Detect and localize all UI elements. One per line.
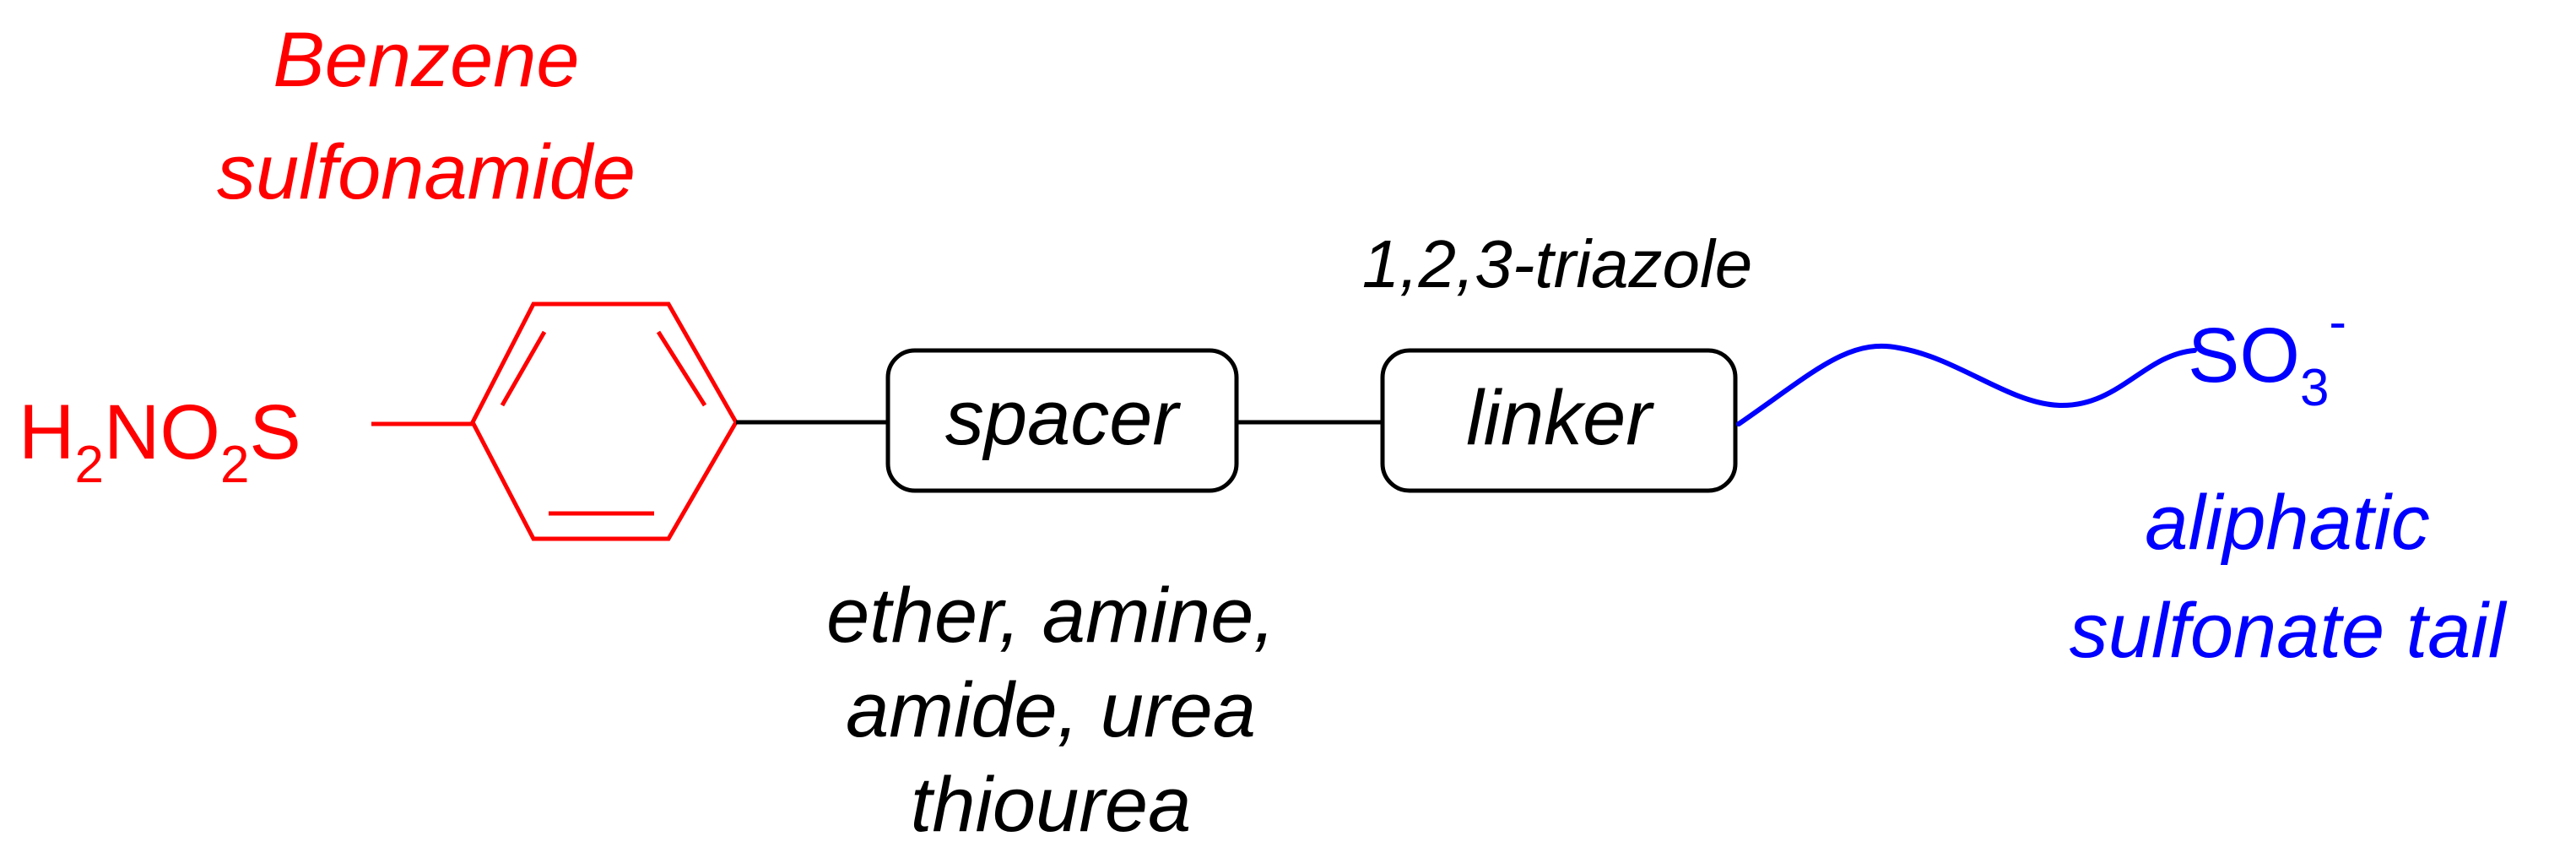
formula-so: SO: [2188, 312, 2300, 399]
formula-no: NO: [104, 389, 220, 475]
benzene-ring: [470, 301, 739, 541]
sulfonamide-formula: H2NO2S: [19, 389, 301, 494]
formula-sub-3: 3: [2300, 359, 2329, 417]
spacer-options-line3: thiourea: [911, 762, 1191, 848]
benzene-double-bond-1: [500, 330, 547, 407]
head-label-line2: sulfonamide: [217, 129, 636, 215]
head-label-line1: Benzene: [273, 17, 579, 103]
linker-caption: 1,2,3-triazole: [1362, 226, 1752, 301]
sulfonate-formula: SO3-: [2188, 293, 2346, 417]
formula-sub-2b: 2: [220, 436, 249, 494]
linker-box-label: linker: [1466, 375, 1654, 461]
spacer-box-label: spacer: [945, 375, 1181, 461]
spacer-options-line2: amide, urea: [846, 667, 1256, 753]
formula-h: H: [19, 389, 74, 475]
linker-box: [1380, 348, 1738, 493]
tail-label-line1: aliphatic: [2145, 480, 2430, 566]
aliphatic-tail-chain: [1736, 343, 2197, 426]
formula-s: S: [249, 389, 300, 475]
formula-charge: -: [2329, 293, 2346, 351]
tail-label-line2: sulfonate tail: [2070, 588, 2508, 674]
formula-sub-2a: 2: [74, 436, 103, 494]
spacer-options-line1: ether, amine,: [826, 573, 1275, 659]
benzene-double-bond-2: [656, 330, 707, 407]
